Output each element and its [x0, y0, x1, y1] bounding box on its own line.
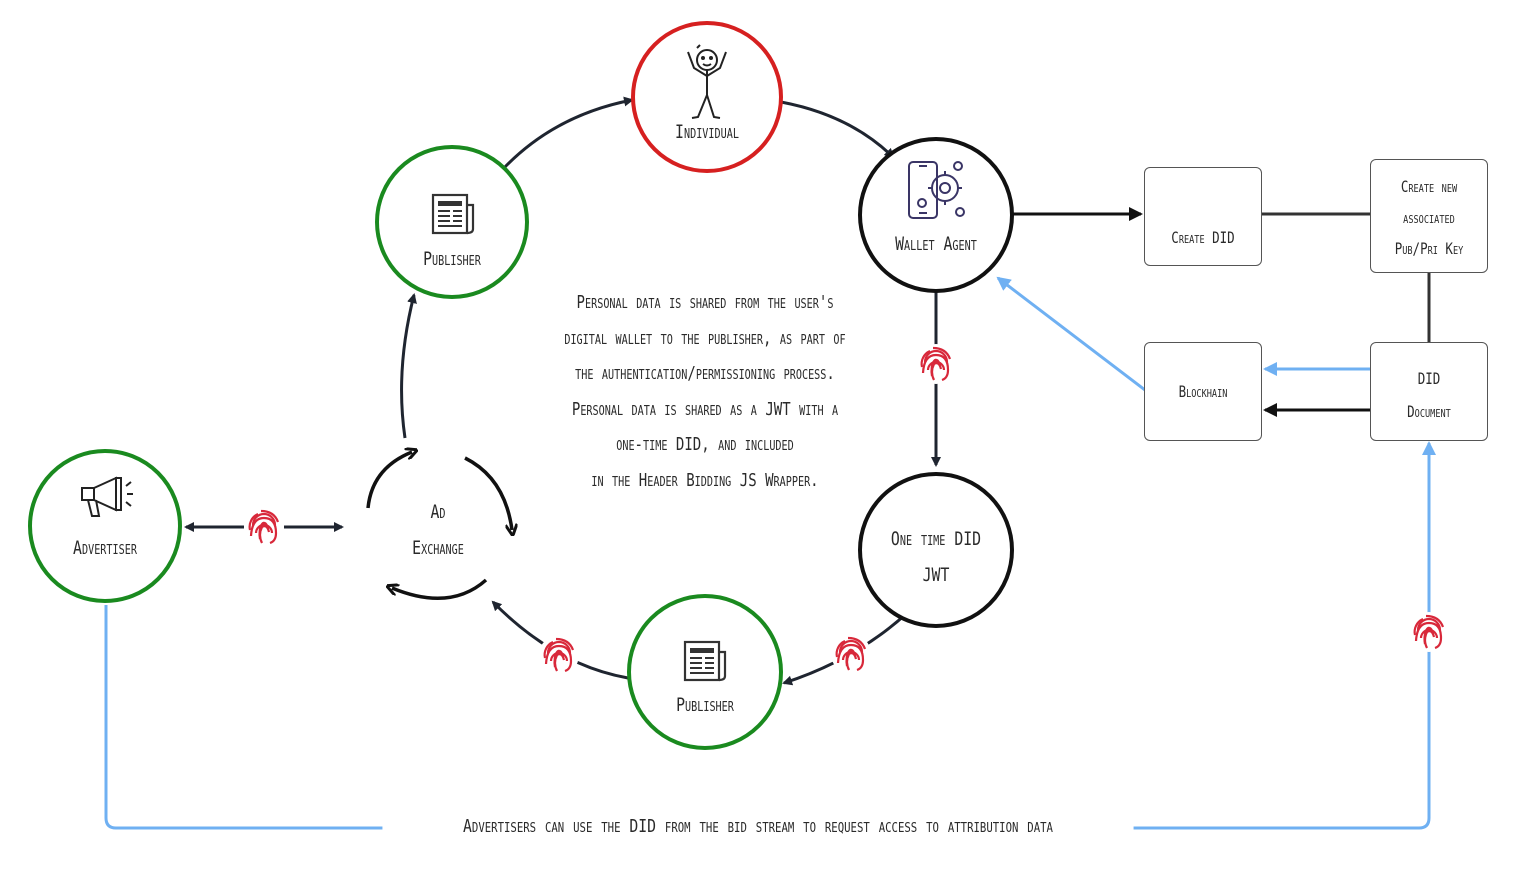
label-individual: Individual	[675, 121, 739, 143]
label-one-time-did-line1: One time DID	[890, 528, 982, 550]
center-note-line: Personal data is shared from the user's	[576, 292, 834, 313]
fingerprint-icon	[1409, 612, 1449, 652]
label-ad-exchange-line1: Ad	[430, 501, 446, 523]
node-advertiser[interactable]	[28, 449, 182, 603]
label-wallet-agent: Wallet Agent	[895, 233, 977, 255]
box-create-did[interactable]	[1144, 167, 1262, 266]
center-note-line: the authentication/permissioning process…	[575, 363, 835, 384]
node-one-time-did[interactable]	[858, 472, 1014, 628]
center-note-line: in the Header Bidding JS Wrapper.	[591, 469, 819, 491]
center-note-line: Personal data is shared as a JWT with a	[571, 398, 839, 420]
box-did-document-line2: Document	[1407, 402, 1451, 421]
box-create-did-label: Create DID	[1171, 228, 1235, 247]
box-blockchain[interactable]	[1144, 342, 1262, 441]
arrow-adexchange-to-publisher	[400, 293, 417, 439]
center-note-line: one-time DID, and included	[616, 434, 794, 455]
label-advertiser: Advertiser	[73, 537, 137, 559]
fingerprint-icon	[916, 344, 956, 384]
center-note-line: digital wallet to the publisher, as part…	[564, 327, 846, 349]
box-did-document-label: DID Document	[1383, 362, 1475, 428]
box-create-key-label: Create new associated Pub/Pri Key	[1383, 170, 1475, 265]
arrow-publisher-to-individual	[502, 96, 634, 170]
label-publisher-bottom: Publisher	[676, 694, 734, 716]
cycle-arrows-icon	[366, 452, 512, 600]
megaphone-icon	[81, 476, 133, 517]
fingerprint-icon	[244, 507, 284, 547]
fingerprint-icon	[539, 635, 579, 675]
fingerprint-icon	[831, 634, 871, 674]
label-one-time-did-line2: JWT	[922, 564, 950, 586]
arrow-individual-to-wallet	[780, 100, 895, 159]
arrow-blockchain-to-wallet	[996, 276, 1146, 392]
phone-gear-icon	[908, 161, 965, 219]
node-publisher-top[interactable]	[375, 145, 529, 299]
box-create-key[interactable]	[1370, 159, 1488, 273]
box-blockchain-label: Blockhain	[1178, 382, 1228, 401]
box-create-key-line1: Create new	[1400, 177, 1458, 196]
box-did-document[interactable]	[1370, 342, 1488, 441]
box-did-document-line1: DID	[1417, 369, 1441, 388]
label-ad-exchange[interactable]: Ad Exchange	[383, 494, 492, 566]
label-publisher-top: Publisher	[423, 248, 481, 270]
label-ad-exchange-line2: Exchange	[412, 537, 464, 559]
center-note: Personal data is shared from the user's …	[522, 285, 889, 498]
box-create-key-line2: associated	[1403, 208, 1455, 227]
box-create-key-line3: Pub/Pri Key	[1394, 239, 1464, 258]
stick-figure-icon	[687, 44, 727, 119]
label-one-time-did: One time DID JWT	[874, 521, 999, 593]
bottom-note: Advertisers can use the DID from the bid…	[382, 816, 1134, 837]
